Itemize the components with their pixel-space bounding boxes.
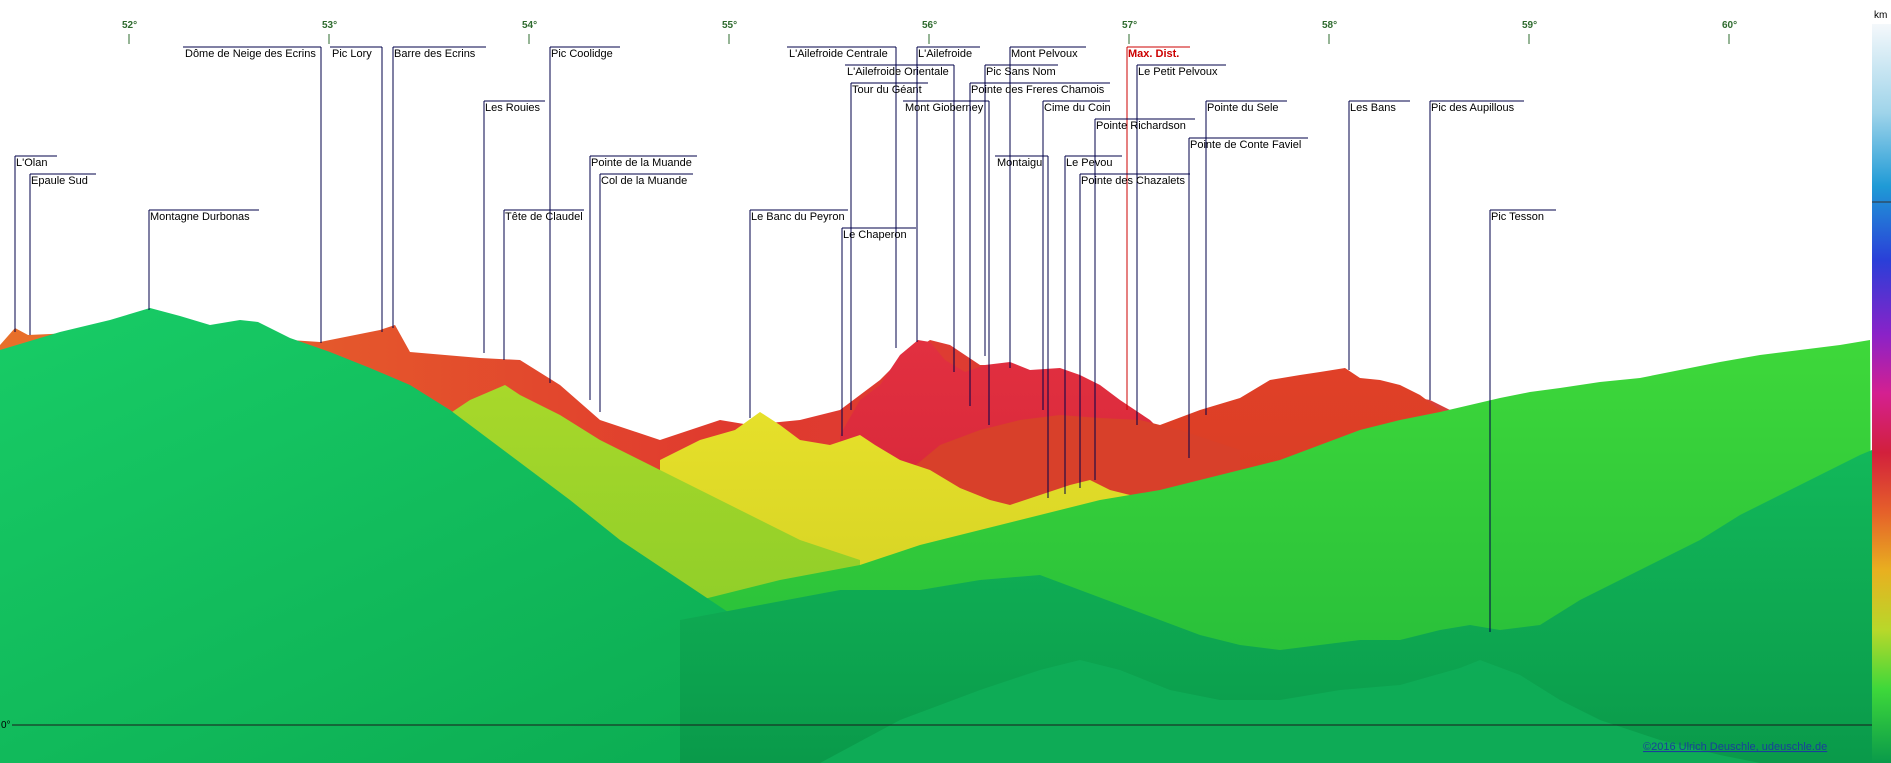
- peak-label-mont-pelvoux[interactable]: Mont Pelvoux: [1009, 46, 1086, 368]
- peak-label-le-banc-du-peyron[interactable]: Le Banc du Peyron: [749, 209, 848, 418]
- peak-label-pointe-de-la-muande[interactable]: Pointe de la Muande: [589, 155, 697, 400]
- peak-label-le-pevou[interactable]: Le Pevou: [1064, 155, 1122, 494]
- peak-label-tete-de-claudel[interactable]: Tête de Claudel: [503, 209, 584, 360]
- degree-label: 60°: [1722, 20, 1737, 31]
- peak-name: Pic Lory: [332, 48, 372, 60]
- copyright-link[interactable]: ©2016 Ulrich Deuschle, udeuschle.de: [1643, 741, 1827, 753]
- peak-label-l-ailefroide-orientale[interactable]: L'Ailefroide Orientale: [845, 64, 955, 372]
- peak-label-max-dist[interactable]: Max. Dist.: [1126, 46, 1190, 410]
- peak-name: Montaigu: [997, 157, 1042, 169]
- peak-name: Pointe de Conte Faviel: [1190, 139, 1301, 151]
- degree-label: 53°: [322, 20, 337, 31]
- degree-label: 57°: [1122, 20, 1137, 31]
- degree-label: 55°: [722, 20, 737, 31]
- peak-label-pointe-des-chazalets[interactable]: Pointe des Chazalets: [1079, 173, 1190, 488]
- peak-name: Le Petit Pelvoux: [1138, 66, 1218, 78]
- degree-tick: 57°: [1122, 20, 1137, 44]
- peak-name: Le Banc du Peyron: [751, 211, 845, 223]
- degree-tick: 58°: [1322, 20, 1337, 44]
- peak-label-pointe-richardson[interactable]: Pointe Richardson: [1094, 118, 1195, 480]
- peak-label-tour-du-geant[interactable]: Tour du Géant: [850, 82, 928, 410]
- peak-labels: L'Olan Epaule Sud Montagne Durbonas Dôme…: [14, 46, 1556, 632]
- peak-label-pic-des-aupillous[interactable]: Pic des Aupillous: [1429, 100, 1524, 400]
- distance-scale-bar: [1872, 24, 1891, 763]
- peak-label-l-olan[interactable]: L'Olan: [14, 155, 57, 332]
- peak-name: L'Olan: [16, 157, 47, 169]
- degree-tick: 55°: [722, 20, 737, 44]
- degree-tick: 59°: [1522, 20, 1537, 44]
- peak-name: Pic Sans Nom: [986, 66, 1056, 78]
- peak-label-le-chaperon[interactable]: Le Chaperon: [841, 227, 916, 436]
- peak-name: Mont Gioberney: [905, 102, 984, 114]
- peak-name: Col de la Muande: [601, 175, 687, 187]
- terrain: [0, 308, 1872, 763]
- peak-name: Pointe des Chazalets: [1081, 175, 1185, 187]
- peak-label-pointe-du-sele[interactable]: Pointe du Sele: [1205, 100, 1287, 415]
- horizon-label: 0°: [1, 720, 11, 731]
- peak-name: L'Ailefroide Centrale: [789, 48, 888, 60]
- peak-label-barre-des-ecrins[interactable]: Barre des Ecrins: [392, 46, 486, 328]
- terrain-foreground-ridge: [820, 660, 1760, 763]
- peak-label-l-ailefroide-centrale[interactable]: L'Ailefroide Centrale: [787, 46, 897, 348]
- peak-name: Pointe Richardson: [1096, 120, 1186, 132]
- terrain-front-right: [680, 450, 1872, 763]
- peak-name: Le Chaperon: [843, 229, 907, 241]
- peak-name: Pic des Aupillous: [1431, 102, 1515, 114]
- peak-label-le-petit-pelvoux[interactable]: Le Petit Pelvoux: [1136, 64, 1226, 425]
- peak-label-pointe-des-freres-chamois[interactable]: Pointe des Freres Chamois: [969, 82, 1110, 406]
- peak-label-montagne-durbonas[interactable]: Montagne Durbonas: [148, 209, 259, 310]
- peak-name: Les Bans: [1350, 102, 1396, 114]
- peak-name: Mont Pelvoux: [1011, 48, 1078, 60]
- peak-label-epaule-sud[interactable]: Epaule Sud: [29, 173, 96, 335]
- degree-label: 54°: [522, 20, 537, 31]
- peak-name: Epaule Sud: [31, 175, 88, 187]
- peak-name: Max. Dist.: [1128, 48, 1179, 60]
- peak-name: Les Rouies: [485, 102, 541, 114]
- peak-name: Montagne Durbonas: [150, 211, 250, 223]
- degree-label: 58°: [1322, 20, 1337, 31]
- degree-label: 59°: [1522, 20, 1537, 31]
- peak-label-cime-du-coin[interactable]: Cime du Coin: [1042, 100, 1111, 410]
- peak-label-pic-coolidge[interactable]: Pic Coolidge: [549, 46, 620, 383]
- peak-label-dome-de-neige-des-ecrins[interactable]: Dôme de Neige des Ecrins: [183, 46, 322, 343]
- peak-name: L'Ailefroide: [918, 48, 972, 60]
- peak-label-mont-gioberney[interactable]: Mont Gioberney: [903, 100, 990, 425]
- peak-label-montaigu[interactable]: Montaigu: [995, 155, 1049, 498]
- peak-name: Le Pevou: [1066, 157, 1112, 169]
- degree-label: 52°: [122, 20, 137, 31]
- degree-axis: 52° 53° 54° 55° 56° 57° 58° 59°: [122, 20, 1737, 44]
- peak-name: L'Ailefroide Orientale: [847, 66, 949, 78]
- degree-tick: 54°: [522, 20, 537, 44]
- peak-name: Pic Tesson: [1491, 211, 1544, 223]
- peak-name: Tour du Géant: [852, 84, 922, 96]
- peak-label-les-bans[interactable]: Les Bans: [1348, 100, 1410, 370]
- peak-label-pic-lory[interactable]: Pic Lory: [330, 46, 383, 332]
- peak-name: Dôme de Neige des Ecrins: [185, 48, 316, 60]
- degree-tick: 60°: [1722, 20, 1737, 44]
- degree-tick: 52°: [122, 20, 137, 44]
- degree-tick: 53°: [322, 20, 337, 44]
- peak-name: Barre des Ecrins: [394, 48, 476, 60]
- peak-label-pic-tesson[interactable]: Pic Tesson: [1489, 209, 1556, 632]
- peak-label-les-rouies[interactable]: Les Rouies: [483, 100, 545, 353]
- peak-name: Pic Coolidge: [551, 48, 613, 60]
- distance-scale-unit: km: [1874, 10, 1887, 21]
- peak-name: Pointe de la Muande: [591, 157, 692, 169]
- peak-label-pointe-de-conte-faviel[interactable]: Pointe de Conte Faviel: [1188, 137, 1308, 458]
- degree-tick: 56°: [922, 20, 937, 44]
- distance-scale: km: [1872, 10, 1891, 763]
- peak-label-pic-sans-nom[interactable]: Pic Sans Nom: [984, 64, 1058, 356]
- peak-label-l-ailefroide[interactable]: L'Ailefroide: [916, 46, 980, 342]
- peak-name: Tête de Claudel: [505, 211, 583, 223]
- peak-name: Cime du Coin: [1044, 102, 1111, 114]
- peak-label-col-de-la-muande[interactable]: Col de la Muande: [599, 173, 693, 412]
- peak-name: Pointe des Freres Chamois: [971, 84, 1105, 96]
- degree-label: 56°: [922, 20, 937, 31]
- peak-name: Pointe du Sele: [1207, 102, 1279, 114]
